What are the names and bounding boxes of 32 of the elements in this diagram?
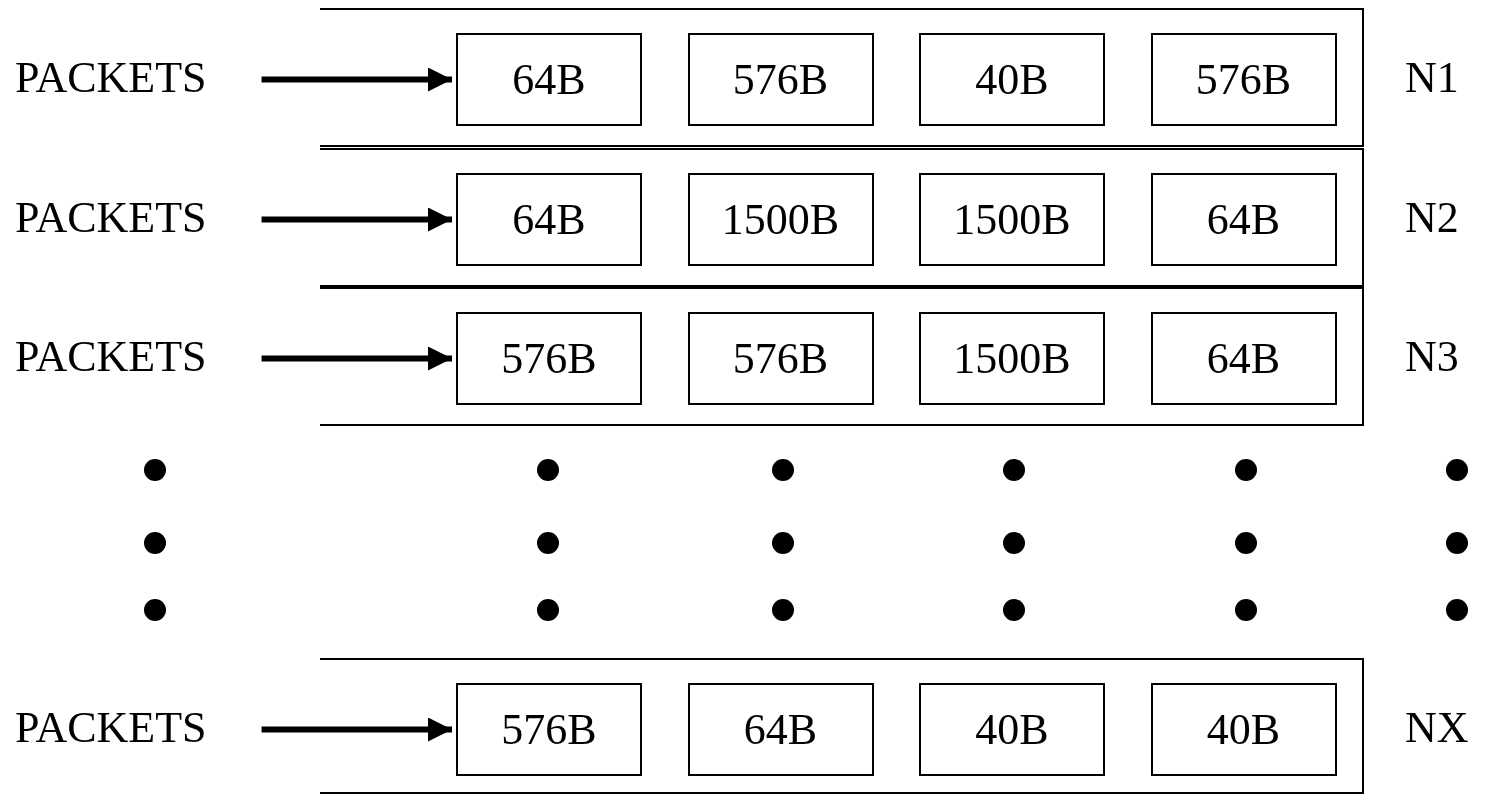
packet-box: 40B [919, 33, 1105, 126]
packet-box: 64B [1150, 312, 1337, 405]
row-label: PACKETS [15, 196, 207, 240]
queue-label: N3 [1405, 335, 1459, 379]
packet-box: 576B [1150, 33, 1337, 126]
packet-box: 576B [687, 312, 874, 405]
packet-box: 576B [456, 312, 642, 405]
queue-band [320, 658, 1364, 794]
packet-box: 576B [687, 33, 874, 126]
queue-label: N2 [1405, 196, 1459, 240]
arrow [261, 346, 452, 371]
arrow [261, 207, 452, 232]
queue-band [320, 8, 1364, 147]
packet-box: 40B [1150, 683, 1337, 776]
queue-label: N1 [1405, 56, 1459, 100]
packet-box: 1500B [919, 312, 1105, 405]
queue-label: NX [1405, 706, 1469, 750]
packet-box: 64B [1150, 173, 1337, 266]
packet-box: 64B [456, 33, 642, 126]
packet-box: 1500B [687, 173, 874, 266]
row-label: PACKETS [15, 706, 207, 750]
queue-band [320, 287, 1364, 426]
packet-box: 40B [919, 683, 1105, 776]
packet-box: 64B [687, 683, 874, 776]
packet-box: 64B [456, 173, 642, 266]
arrow [261, 717, 452, 742]
arrow [261, 67, 452, 92]
queue-band [320, 148, 1364, 287]
row-label: PACKETS [15, 56, 207, 100]
packet-box: 576B [456, 683, 642, 776]
row-label: PACKETS [15, 335, 207, 379]
packet-box: 1500B [919, 173, 1105, 266]
